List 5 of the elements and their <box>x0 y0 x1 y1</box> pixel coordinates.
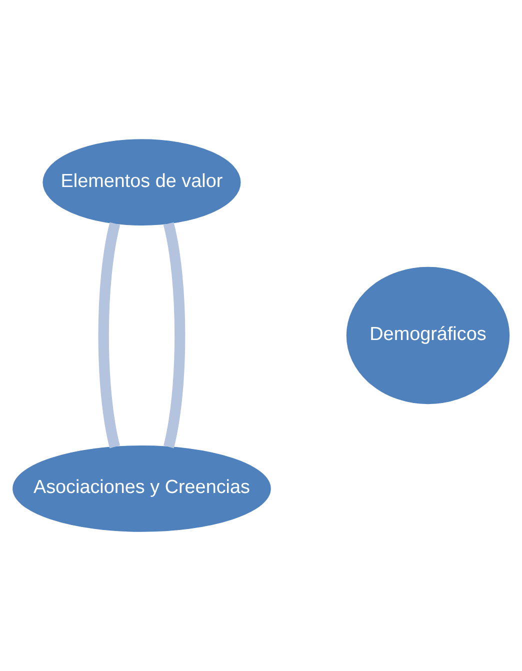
node-ellipse: Elementos de valor <box>42 139 241 226</box>
node-ellipse: Asociaciones y Creencias <box>12 446 271 532</box>
node-ellipse: Demográficos <box>346 266 510 404</box>
connector <box>163 222 186 448</box>
connector <box>98 222 120 448</box>
